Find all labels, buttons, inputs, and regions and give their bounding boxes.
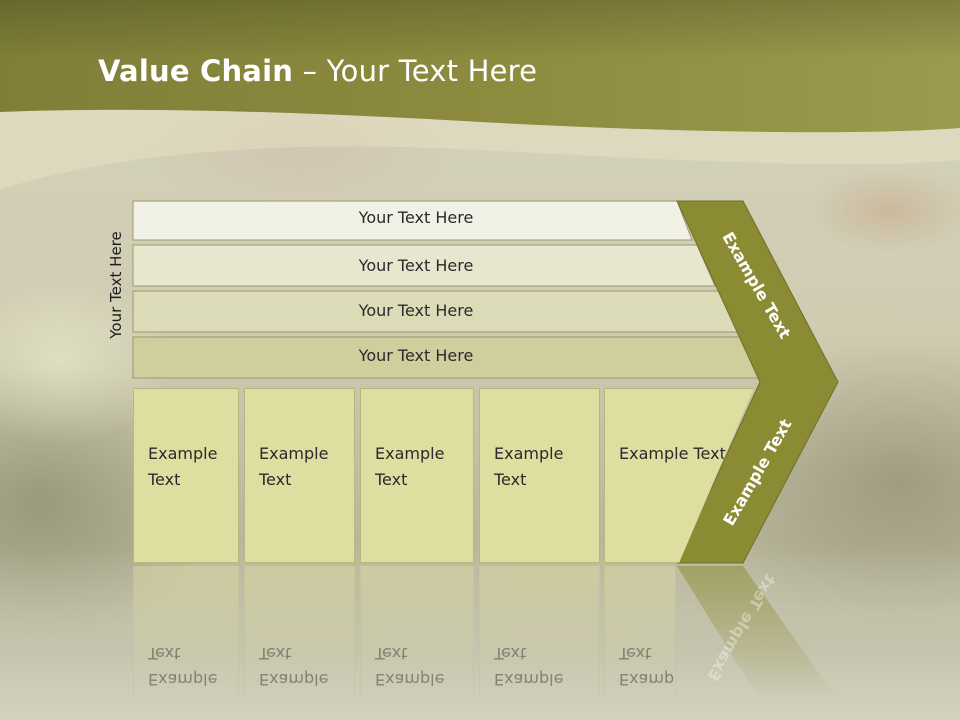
slide-title-rest: – Your Text Here — [293, 54, 538, 88]
row-bar-2 — [132, 244, 716, 287]
activity-box-label: Example Text — [494, 444, 564, 489]
activity-box-label: Example Text — [375, 444, 445, 489]
activity-box-1: Example Text — [133, 388, 239, 563]
row-label-3: Your Text Here — [358, 301, 474, 320]
reflection-label: Example Text — [148, 644, 218, 689]
activity-box-label: Example Text — [259, 444, 329, 489]
activity-box-reflection-3: Example Text — [360, 566, 474, 696]
activity-box-reflection-4: Example Text — [479, 566, 600, 696]
activity-box-reflection-1: Example Text — [133, 566, 239, 696]
slide-title-bold: Value Chain — [98, 54, 294, 88]
reflection-label: Example Text — [619, 644, 675, 689]
value-chevron-reflection — [677, 566, 838, 700]
reflection-label: Example Text — [259, 644, 329, 689]
activity-box-label: Example Text — [148, 444, 218, 489]
activity-box-2: Example Text — [244, 388, 355, 563]
row-label-1: Your Text Here — [358, 208, 474, 227]
row-label-4: Your Text Here — [358, 346, 474, 365]
activity-box-label: Example Text — [619, 444, 726, 463]
value-chevron-arrow — [676, 200, 839, 564]
slide-title: Value Chain – Your Text Here — [98, 54, 537, 88]
activity-box-4: Example Text — [479, 388, 600, 563]
row-bar-1 — [132, 200, 693, 241]
row-label-2: Your Text Here — [358, 256, 474, 275]
activity-box-3: Example Text — [360, 388, 474, 563]
header-banner — [0, 0, 960, 190]
activity-box-reflection-2: Example Text — [244, 566, 355, 696]
reflection-label: Example Text — [375, 644, 445, 689]
activity-box-reflection-5: Example Text — [604, 566, 676, 696]
reflection-label: Example Text — [494, 644, 564, 689]
